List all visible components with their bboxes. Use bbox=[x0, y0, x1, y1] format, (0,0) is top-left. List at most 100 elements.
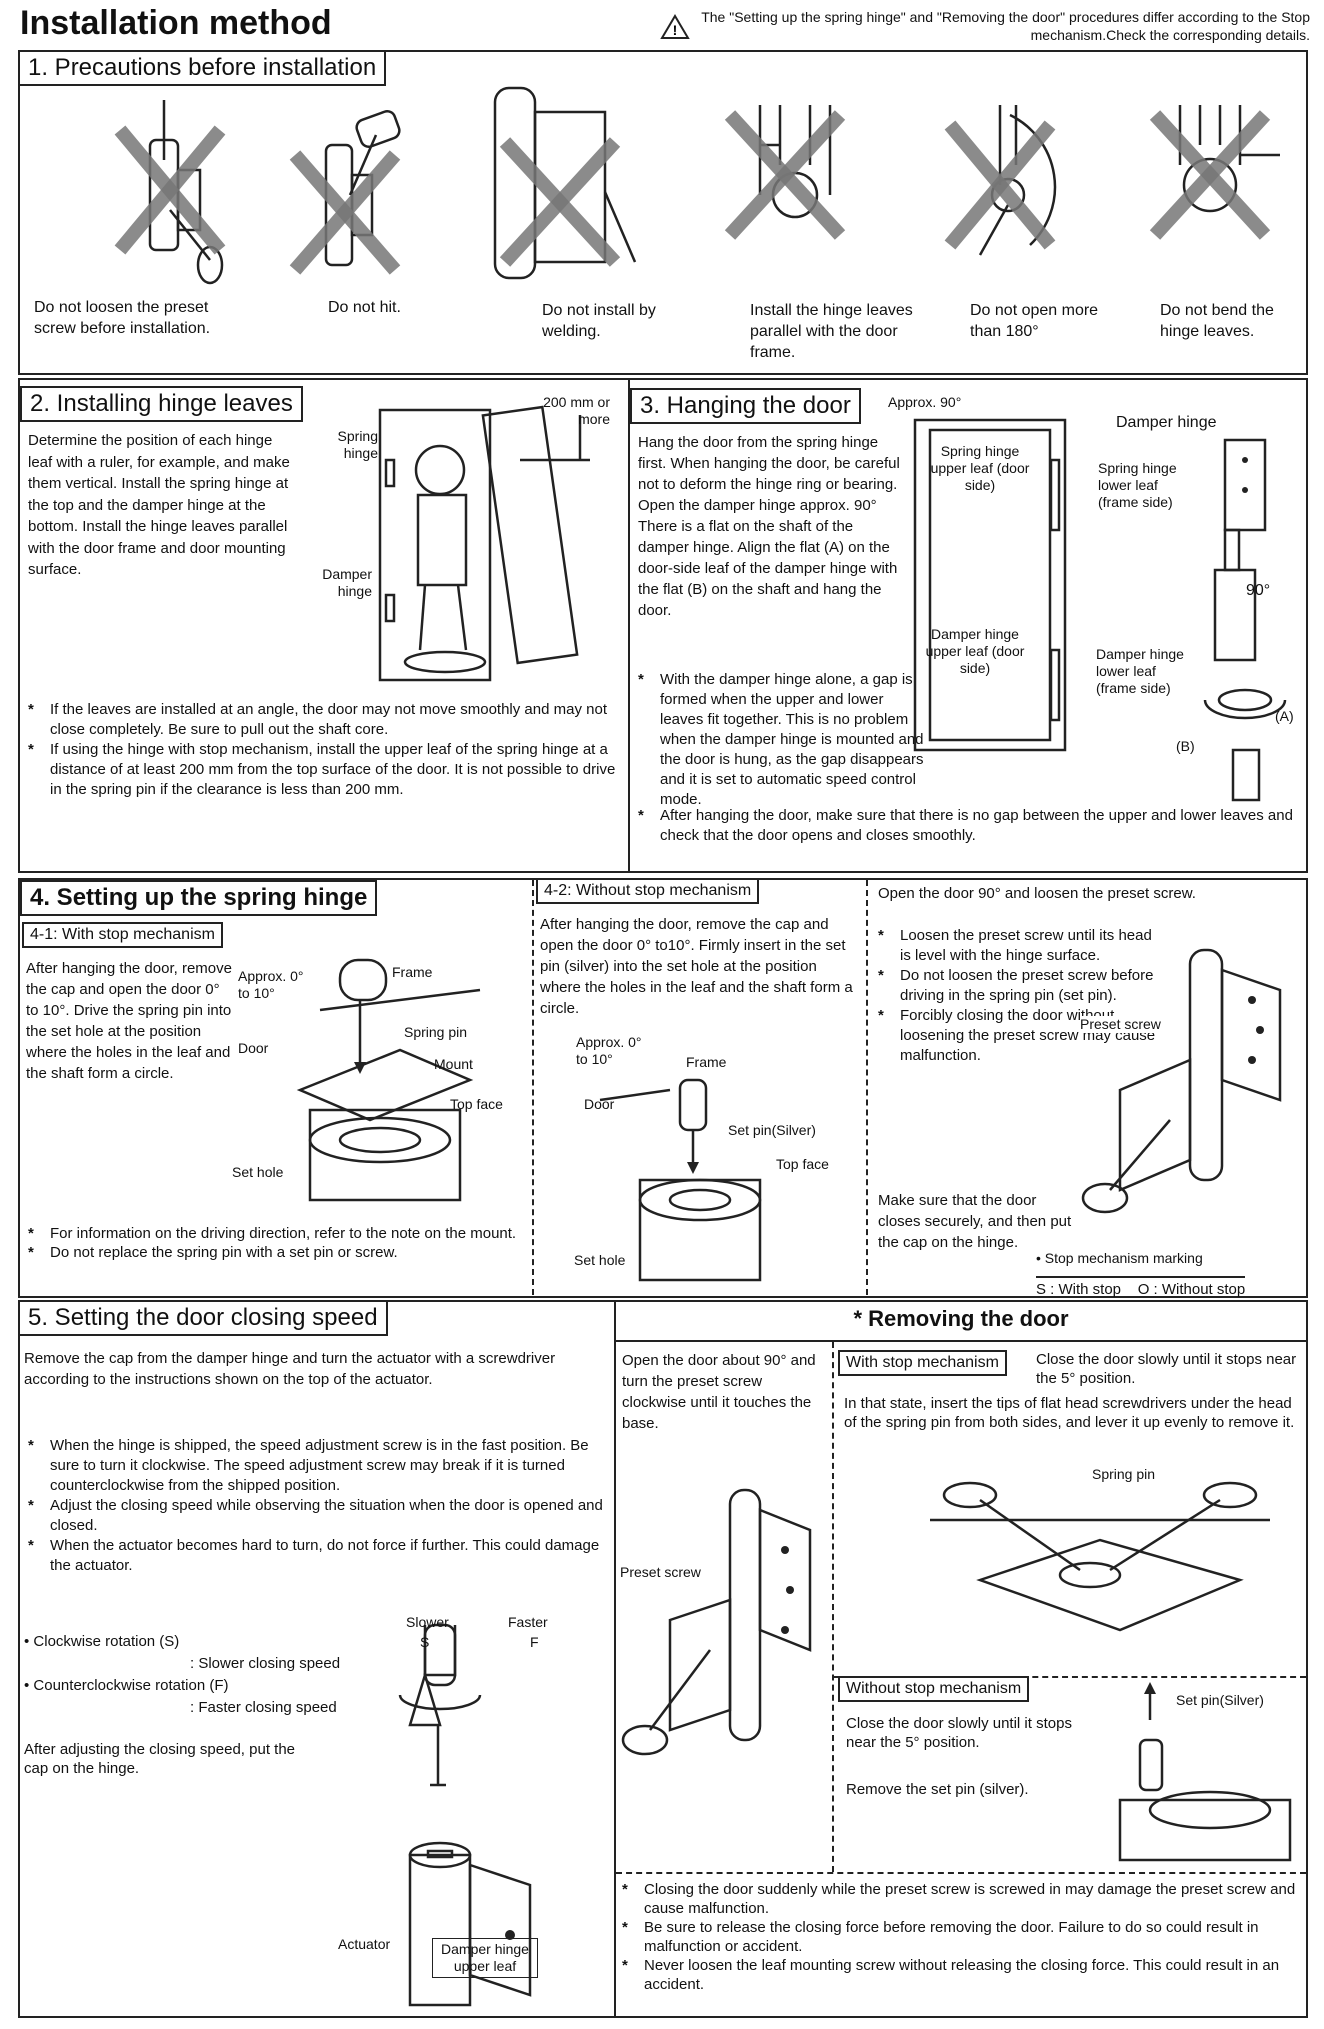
label-door-b: Door bbox=[584, 1096, 615, 1112]
welding-icon bbox=[493, 86, 637, 280]
loosen-screw-icon bbox=[114, 100, 226, 285]
subsection-4-2-heading: 4-2: Without stop mechanism bbox=[536, 878, 760, 904]
precaution-label-4: Install the hinge leaves parallel with t… bbox=[750, 302, 913, 361]
closing-speed-notes: *When the hinge is shipped, the speed ad… bbox=[28, 1436, 613, 1576]
section-1-heading: 1. Precautions before installation bbox=[18, 50, 387, 86]
close-securely-text: Make sure that the door closes securely,… bbox=[878, 1192, 1072, 1251]
label-damper-hinge: Damper hinge bbox=[322, 566, 372, 599]
remove-note-1: Closing the door suddenly while the pres… bbox=[644, 1881, 1296, 1917]
spring-pin-removal-icon bbox=[930, 1481, 1270, 1632]
marking-values: S : With stop O : Without stop bbox=[1036, 1276, 1246, 1298]
section-2-heading: 2. Installing hinge leaves bbox=[20, 386, 303, 422]
removing-notes: *Closing the door suddenly while the pre… bbox=[622, 1880, 1304, 1994]
label-actuator: Actuator bbox=[338, 1936, 391, 1952]
label-set-hole-b: Set hole bbox=[574, 1252, 626, 1268]
label-b: (B) bbox=[1176, 738, 1195, 754]
precaution-label-5: Do not open more than 180° bbox=[970, 302, 1099, 340]
svg-text:!: ! bbox=[673, 22, 678, 38]
label-spring-pin-remove: Spring pin bbox=[1092, 1466, 1156, 1482]
hanging-door-text: Hang the door from the spring hinge firs… bbox=[638, 434, 900, 619]
label-a: (A) bbox=[1275, 708, 1294, 724]
label-slower: Slower bbox=[406, 1614, 449, 1630]
speed-note-3: When the actuator becomes hard to turn, … bbox=[50, 1537, 600, 1574]
subsection-4-1-heading: 4-1: With stop mechanism bbox=[22, 922, 223, 948]
label-damper-upper: Damper hinge upper leaf (door side) bbox=[925, 626, 1025, 676]
label-approx-0-10-b: Approx. 0° to 10° bbox=[576, 1034, 642, 1067]
remove-preset-diagram-icon bbox=[621, 1488, 812, 1756]
stop-mechanism-text: After hanging the door, remove the cap a… bbox=[26, 960, 232, 1082]
divider-6-bottom bbox=[616, 1872, 1306, 1874]
warning-icon: ! bbox=[660, 14, 690, 39]
speed-note-1: When the hinge is shipped, the speed adj… bbox=[50, 1437, 589, 1494]
divider-6-mid bbox=[832, 1342, 834, 1872]
section-removing-door bbox=[614, 1300, 1308, 2018]
after-adjusting-text: After adjusting the closing speed, put t… bbox=[24, 1741, 296, 1777]
door-frame-diagram-icon bbox=[913, 418, 1287, 802]
spring-pin-diagram-icon bbox=[296, 958, 481, 1202]
remove-note-2: Be sure to release the closing force bef… bbox=[644, 1919, 1259, 1955]
label-top-face-b: Top face bbox=[776, 1156, 829, 1172]
divider-4b bbox=[866, 880, 868, 1295]
section-precautions bbox=[18, 50, 1308, 375]
label-90-deg: 90° bbox=[1246, 582, 1271, 599]
set-pin-removal-icon bbox=[1118, 1682, 1292, 1862]
precaution-label-1: Do not loosen the preset screw before in… bbox=[34, 299, 211, 337]
label-spring-upper: Spring hinge upper leaf (door side) bbox=[930, 443, 1030, 493]
with-stop-text-1: Close the door slowly until it stops nea… bbox=[1036, 1351, 1297, 1387]
open-angle-icon bbox=[944, 105, 1057, 256]
stop-note-1: For information on the driving direction… bbox=[50, 1225, 517, 1242]
loosen-preset-intro: Open the door 90° and loosen the preset … bbox=[878, 885, 1196, 902]
without-stop-text-1: Close the door slowly until it stops nea… bbox=[846, 1715, 1072, 1751]
label-door: Door bbox=[238, 1040, 269, 1056]
label-set-hole: Set hole bbox=[232, 1164, 284, 1180]
clockwise-label: • Clockwise rotation (S) bbox=[24, 1633, 180, 1650]
counterclockwise-label: • Counterclockwise rotation (F) bbox=[24, 1677, 229, 1694]
hanging-note-1: *With the damper hinge alone, a gap is f… bbox=[638, 671, 924, 808]
installing-leaves-text: Determine the position of each hinge lea… bbox=[28, 432, 290, 578]
installing-note-2: If using the hinge with stop mechanism, … bbox=[50, 741, 616, 798]
label-spring-pin: Spring pin bbox=[404, 1024, 468, 1040]
precaution-label-6: Do not bend the hinge leaves. bbox=[1160, 302, 1274, 340]
with-stop-heading: With stop mechanism bbox=[838, 1350, 1007, 1376]
marking-title: • Stop mechanism marking bbox=[1036, 1250, 1203, 1266]
preset-note-2: Do not loosen the preset screw before dr… bbox=[900, 967, 1154, 1004]
label-preset-screw-remove: Preset screw bbox=[620, 1564, 701, 1581]
label-set-pin-remove: Set pin(Silver) bbox=[1176, 1692, 1264, 1708]
precaution-label-2: Do not hit. bbox=[328, 299, 401, 316]
clockwise-desc: : Slower closing speed bbox=[190, 1655, 341, 1672]
section-5-heading: 5. Setting the door closing speed bbox=[18, 1300, 388, 1336]
label-damper-hinge-3: Damper hinge bbox=[1116, 414, 1217, 431]
remove-note-3: Never loosen the leaf mounting screw wit… bbox=[644, 1957, 1280, 1993]
installer-figure-icon bbox=[378, 405, 590, 682]
label-frame: Frame bbox=[392, 964, 433, 980]
section-4-heading: 4. Setting up the spring hinge bbox=[20, 880, 378, 916]
without-stop-text-2: Remove the set pin (silver). bbox=[846, 1781, 1029, 1798]
divider-4a bbox=[532, 880, 534, 1295]
label-approx-0-10: Approx. 0° to 10° bbox=[238, 968, 304, 1001]
section-hanging-door bbox=[628, 378, 1308, 873]
stop-mechanism-notes: *For information on the driving directio… bbox=[28, 1225, 517, 1261]
without-stop-text: After hanging the door, remove the cap a… bbox=[540, 916, 853, 1017]
with-stop-text-2: In that state, insert the tips of flat h… bbox=[844, 1395, 1295, 1431]
without-stop-heading: Without stop mechanism bbox=[838, 1676, 1030, 1702]
divider-6-horiz bbox=[834, 1676, 1306, 1678]
label-spring-hinge: Spring hinge bbox=[337, 428, 378, 461]
parallel-leaves-icon bbox=[724, 105, 846, 240]
hammer-icon bbox=[289, 110, 401, 275]
installing-note-1: If the leaves are installed at an angle,… bbox=[50, 701, 607, 738]
label-s: S bbox=[420, 1634, 430, 1650]
section-6-heading: * Removing the door bbox=[853, 1306, 1069, 1331]
label-frame-b: Frame bbox=[686, 1054, 727, 1070]
stop-note-2: Do not replace the spring pin with a set… bbox=[50, 1244, 398, 1261]
label-f: F bbox=[530, 1634, 539, 1650]
label-damper-lower: Damper hinge lower leaf (frame side) bbox=[1096, 646, 1184, 696]
label-preset-screw: Preset screw bbox=[1080, 1016, 1161, 1033]
closing-speed-text: Remove the cap from the damper hinge and… bbox=[24, 1350, 556, 1388]
set-pin-diagram-icon bbox=[599, 1078, 762, 1282]
warning-text: The "Setting up the spring hinge" and "R… bbox=[701, 9, 1310, 43]
label-mount: Mount bbox=[434, 1056, 473, 1072]
label-spring-lower: Spring hinge lower leaf (frame side) bbox=[1098, 460, 1177, 510]
preset-note-1: Loosen the preset screw until its head i… bbox=[900, 927, 1152, 964]
installing-leaves-notes: *If the leaves are installed at an angle… bbox=[28, 700, 618, 800]
preset-screw-diagram-icon bbox=[1081, 948, 1282, 1214]
